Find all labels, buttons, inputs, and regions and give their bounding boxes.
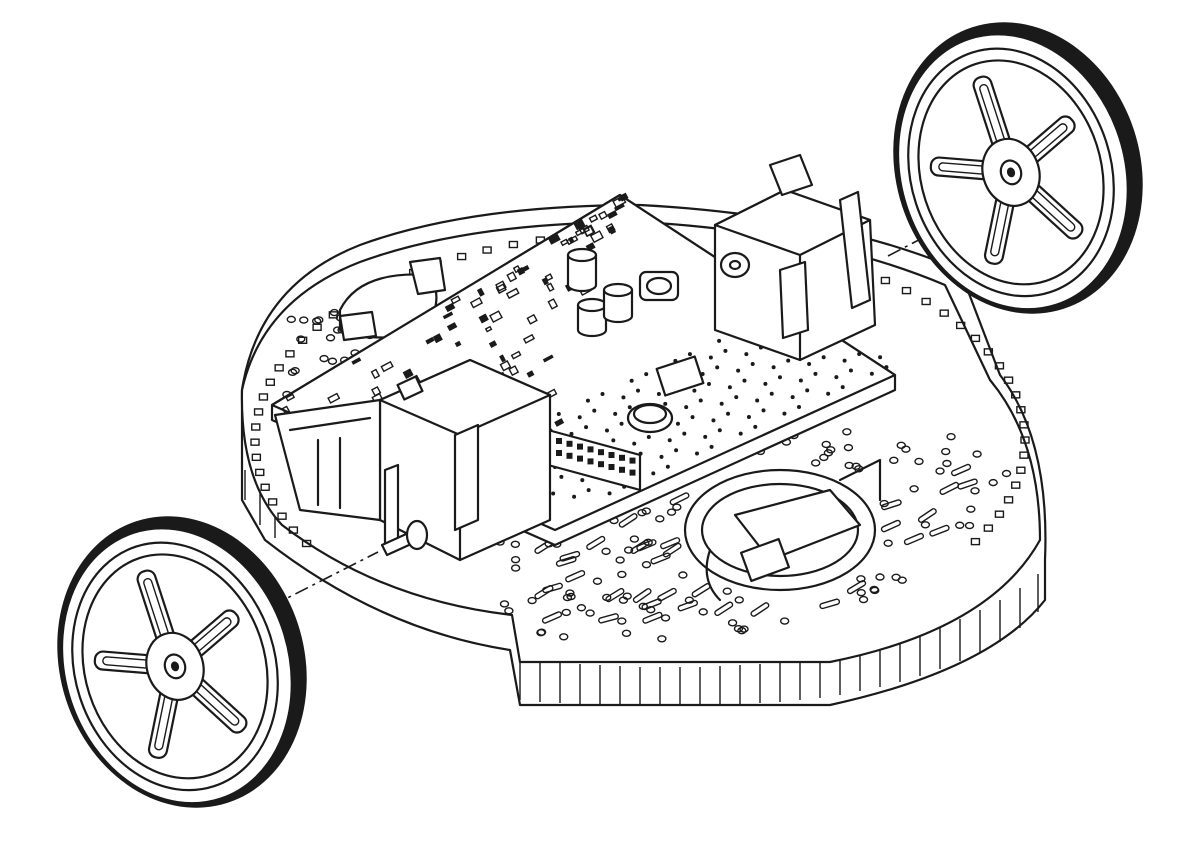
buzzer (626, 402, 674, 434)
right-gearmotor (713, 153, 877, 362)
capacitor-2 (576, 297, 608, 338)
left-gearmotor (273, 358, 552, 562)
front-caster-housing (683, 458, 882, 602)
microcontroller-chip (655, 355, 705, 397)
capacitor-3 (602, 282, 634, 324)
inductor (638, 270, 680, 302)
capacitor-1 (566, 247, 598, 293)
skirt-ribs (244, 470, 1039, 704)
left-wheel (57, 516, 307, 808)
right-wheel (893, 22, 1143, 314)
